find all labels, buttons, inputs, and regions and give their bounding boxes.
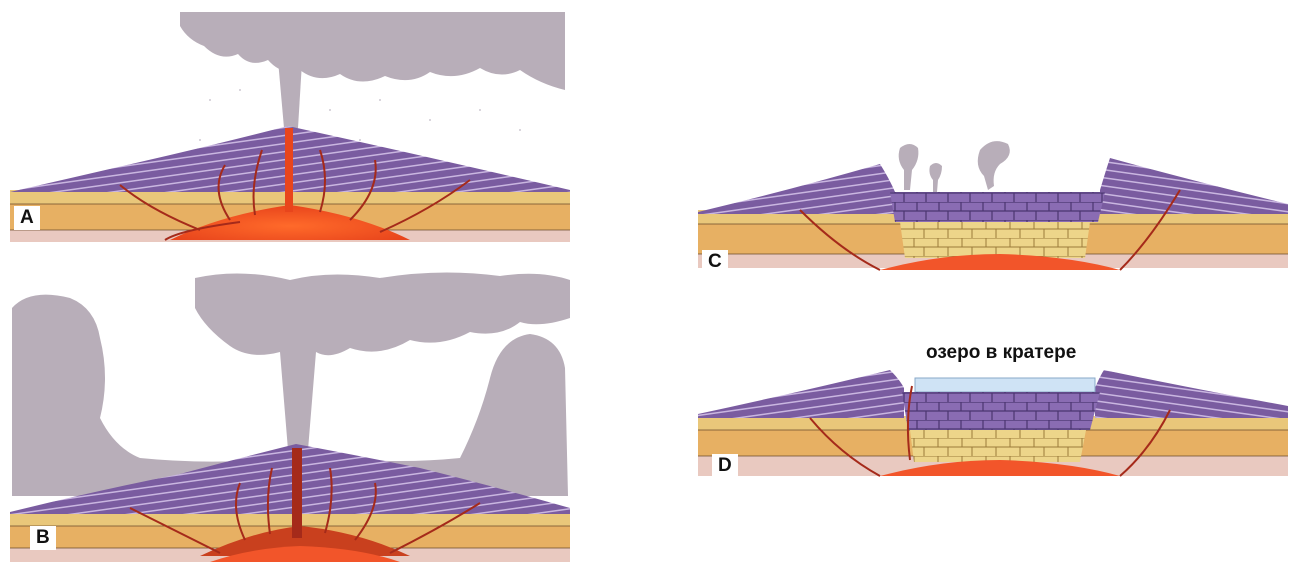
magma-dikes — [129, 467, 481, 554]
magma-dikes — [809, 385, 1171, 477]
ash-cloud — [180, 12, 565, 128]
ash-fall-dots — [199, 89, 521, 141]
magma-dikes — [119, 149, 471, 241]
ash-cloud — [12, 272, 570, 496]
caldera-rim-right — [1095, 370, 1288, 418]
panel-label-b: B — [30, 526, 56, 550]
caldera-rim-left — [698, 164, 895, 214]
panel-b-collapse: B — [0, 268, 580, 581]
volcano-vent — [285, 128, 293, 212]
collapsed-sediment-blocks — [910, 430, 1086, 462]
panel-label-d: D — [712, 454, 738, 478]
magma-chamber — [170, 205, 410, 240]
steam-plumes — [898, 141, 1010, 192]
crater-lake — [914, 377, 1096, 393]
panel-label-a: A — [14, 206, 40, 230]
volcano-vent — [292, 448, 302, 538]
panel-a-erupting-volcano: A — [0, 0, 580, 250]
volcano-layers — [10, 444, 570, 514]
crater-lake-caption: озеро в кратере — [920, 342, 1083, 364]
magma-chamber — [880, 254, 1120, 270]
magma-chamber — [200, 526, 410, 556]
magma-chamber — [880, 460, 1120, 476]
panel-d-crater-lake: D озеро в кратере — [690, 330, 1290, 500]
panel-c-caldera-forming: C — [690, 130, 1290, 290]
collapsed-blocks — [902, 392, 1100, 430]
magma-dikes — [799, 189, 1181, 271]
caldera-rim-left — [698, 370, 904, 418]
caldera-rim-right — [1100, 158, 1288, 214]
collapsed-sediment-blocks — [900, 222, 1090, 258]
panel-label-c: C — [702, 250, 728, 274]
collapsed-blocks — [890, 192, 1105, 222]
